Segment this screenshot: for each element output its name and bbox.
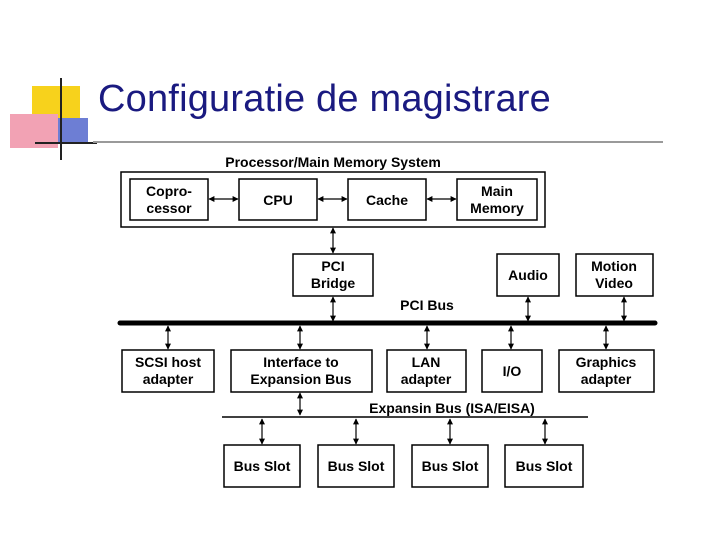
- page-title: Configuratie de magistrare: [98, 78, 551, 120]
- vertical-line: [60, 78, 62, 160]
- cache-box: [347, 178, 427, 221]
- bus-slot-4-label: Bus Slot: [516, 458, 573, 474]
- title-underline: [93, 141, 663, 143]
- title-bullet-decoration: [0, 0, 100, 165]
- bus-slot-4-box: [504, 444, 584, 488]
- motion-video-label-2: Video: [595, 275, 633, 291]
- pci-bus-label: PCI Bus: [400, 297, 454, 313]
- expansion-bus-label: Expansin Bus (ISA/EISA): [369, 400, 535, 416]
- cache-label: Cache: [366, 192, 408, 208]
- audio-box: [496, 253, 560, 297]
- processor-system-box: [120, 171, 546, 228]
- main-memory-label-2: Memory: [470, 200, 524, 216]
- lan-label-2: adapter: [401, 371, 452, 387]
- system-label: Processor/Main Memory System: [225, 154, 441, 170]
- io-box: [481, 349, 543, 393]
- lan-box: [386, 349, 467, 393]
- scsi-label-1: SCSI host: [135, 354, 201, 370]
- pci-bridge-box: [292, 253, 374, 297]
- motion-video-box: [575, 253, 654, 297]
- audio-label: Audio: [508, 267, 548, 283]
- coprocessor-label-2: cessor: [146, 200, 192, 216]
- bus-slot-1-label: Bus Slot: [234, 458, 291, 474]
- pci-bridge-label-2: Bridge: [311, 275, 356, 291]
- graphics-box: [558, 349, 655, 393]
- graphics-label-2: adapter: [581, 371, 632, 387]
- motion-video-label-1: Motion: [591, 258, 637, 274]
- io-label: I/O: [503, 363, 522, 379]
- cpu-label: CPU: [263, 192, 293, 208]
- cpu-box: [238, 178, 318, 221]
- graphics-label-1: Graphics: [576, 354, 637, 370]
- main-memory-box: [456, 178, 538, 221]
- bus-slot-2-label: Bus Slot: [328, 458, 385, 474]
- bus-slot-1-box: [223, 444, 301, 488]
- interface-label-1: Interface to: [263, 354, 338, 370]
- bus-slot-3-label: Bus Slot: [422, 458, 479, 474]
- bus-slot-3-box: [411, 444, 489, 488]
- coprocessor-label-1: Copro-: [146, 183, 192, 199]
- scsi-label-2: adapter: [143, 371, 194, 387]
- horizontal-line: [35, 142, 97, 144]
- interface-box: [230, 349, 373, 393]
- pci-bridge-label-1: PCI: [321, 258, 344, 274]
- coprocessor-box: [129, 178, 209, 221]
- blue-square: [58, 118, 88, 142]
- scsi-box: [121, 349, 215, 393]
- interface-label-2: Expansion Bus: [250, 371, 351, 387]
- main-memory-label-1: Main: [481, 183, 513, 199]
- lan-label-1: LAN: [412, 354, 441, 370]
- bus-slot-2-box: [317, 444, 395, 488]
